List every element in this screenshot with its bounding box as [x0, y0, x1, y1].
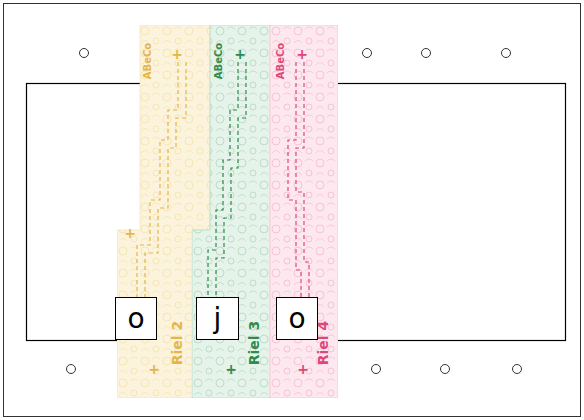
registration-mark: + [296, 47, 308, 61]
registration-mark: + [124, 226, 136, 240]
rail-label: Riel 2 [170, 321, 184, 366]
letter-text: j [214, 305, 222, 333]
registration-mark: + [171, 47, 183, 61]
registration-mark: + [148, 362, 160, 376]
letter-box: j [196, 297, 239, 340]
brand-text: ABeCo [276, 43, 286, 79]
rail-label: Riel 3 [247, 321, 261, 366]
rail-strip: ABeCoRiel 3 [192, 25, 270, 398]
rail-strip: ABeCoRiel 4 [270, 25, 338, 398]
letter-text: o [288, 305, 305, 333]
letter-box: o [115, 297, 157, 340]
letter-text: o [127, 305, 144, 333]
registration-mark: + [297, 362, 309, 376]
registration-mark: + [225, 362, 237, 376]
letter-box: o [276, 297, 318, 340]
rail-label: Riel 4 [316, 321, 330, 366]
brand-text: ABeCo [214, 43, 224, 79]
brand-text: ABeCo [143, 43, 153, 79]
registration-mark: + [234, 47, 246, 61]
